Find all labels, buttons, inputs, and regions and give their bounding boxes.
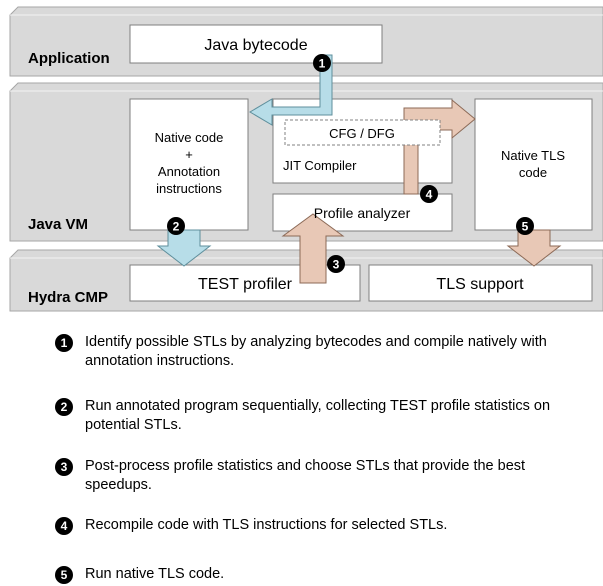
native-code-label-line1: Native code <box>155 130 224 145</box>
test-profiler-label: TEST profiler <box>198 276 293 293</box>
marker-5: 5 <box>516 217 534 235</box>
step-2-text: Run annotated program sequentially, coll… <box>85 398 551 433</box>
native-tls-label-line1: Native TLS <box>501 148 565 163</box>
step-5-number-badge: 5 <box>55 566 73 584</box>
svg-text:1: 1 <box>319 57 326 71</box>
step-4-text: Recompile code with TLS instructions for… <box>85 517 448 533</box>
tls-support-label: TLS support <box>436 276 524 293</box>
jit-compiler-label: JIT Compiler <box>283 158 357 173</box>
native-code-label-line4: instructions <box>156 181 222 196</box>
arrow-up-to-profile-analyzer <box>281 213 345 284</box>
marker-2: 2 <box>167 217 185 235</box>
java-bytecode-label: Java bytecode <box>204 37 307 54</box>
svg-text:4: 4 <box>426 188 433 202</box>
marker-4: 4 <box>420 185 438 203</box>
step-4-number-badge: 4 <box>55 517 73 535</box>
marker-1: 1 <box>313 54 331 72</box>
tls-support-box <box>368 264 593 302</box>
step-3-number-badge: 3 <box>55 458 73 476</box>
arrow-bytecode-to-native <box>249 54 333 126</box>
step-1-number-badge: 1 <box>55 334 73 352</box>
svg-text:2: 2 <box>173 220 180 234</box>
profile-analyzer-label: Profile analyzer <box>314 205 411 221</box>
application-layer-label: Application <box>28 50 110 67</box>
step-3-text: Post-process profile statistics and choo… <box>85 458 526 493</box>
native-code-label-line3: Annotation <box>158 164 220 179</box>
step-1-text: Identify possible STLs by analyzing byte… <box>85 334 547 369</box>
native-tls-label-line2: code <box>519 165 547 180</box>
arrow-down-to-test-profiler <box>156 229 212 267</box>
svg-text:3: 3 <box>333 258 340 272</box>
cfg-dfg-box <box>284 119 441 146</box>
java-vm-layer-label: Java VM <box>28 216 88 233</box>
hydra-cmp-layer-label: Hydra CMP <box>28 289 108 306</box>
cfg-dfg-label: CFG / DFG <box>329 126 395 141</box>
native-code-box <box>129 98 249 231</box>
arrow-down-to-tls-support <box>506 229 562 267</box>
native-code-label-line2: + <box>185 147 193 162</box>
java-bytecode-box <box>129 24 383 64</box>
step-2-number-badge: 2 <box>55 398 73 416</box>
svg-text:5: 5 <box>522 220 529 234</box>
native-tls-code-box <box>474 98 593 231</box>
marker-3: 3 <box>327 255 345 273</box>
step-5-text: Run native TLS code. <box>85 566 225 582</box>
